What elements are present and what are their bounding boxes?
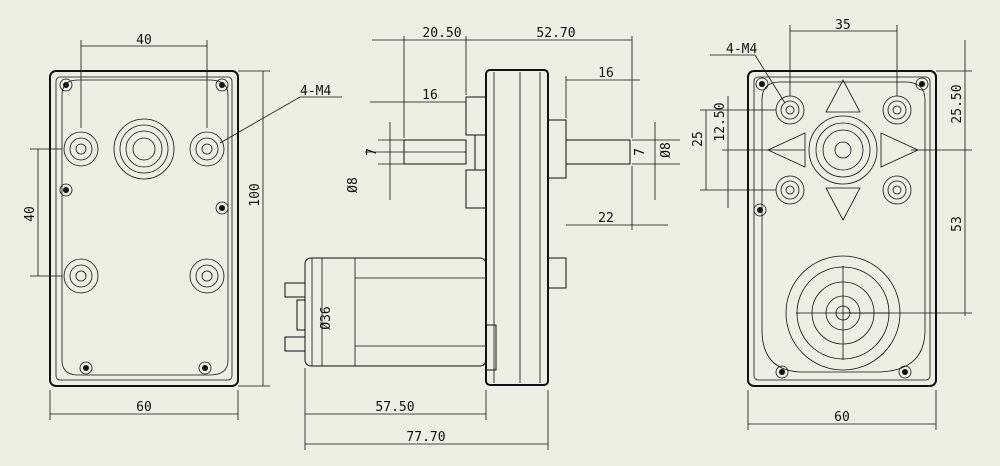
- dim-side-16-right: 16: [598, 66, 614, 81]
- front-callout-4m4: 4-M4: [300, 84, 331, 99]
- dim-side-7-right: 7: [633, 148, 648, 156]
- dim-side-57-50: 57.50: [375, 400, 414, 415]
- dim-rear-25-50: 25.50: [950, 84, 965, 123]
- dim-rear-25: 25: [691, 131, 706, 147]
- corner-screw: [79, 361, 93, 375]
- corner-screw: [59, 78, 73, 92]
- corner-screw: [753, 203, 767, 217]
- dim-front-right: 100: [248, 183, 263, 206]
- front-view: [30, 40, 342, 420]
- dim-side-phi36: Ø36: [319, 306, 334, 329]
- corner-screw: [755, 77, 769, 91]
- mount-hole: [63, 258, 99, 294]
- dim-rear-35: 35: [835, 18, 851, 33]
- dim-front-left: 40: [23, 206, 38, 222]
- mount-hole: [189, 131, 225, 167]
- rear-callout-4m4: 4-M4: [726, 42, 757, 57]
- dim-rear-12-50: 12.50: [713, 102, 728, 141]
- dim-side-77-70: 77.70: [406, 430, 445, 445]
- dim-side-52-70: 52.70: [536, 26, 575, 41]
- corner-screw: [215, 78, 229, 92]
- rear-view: [700, 25, 972, 430]
- corner-screw: [59, 183, 73, 197]
- dim-side-phi8-left: Ø8: [346, 177, 361, 193]
- corner-screw: [898, 365, 912, 379]
- output-shaft: [113, 118, 175, 180]
- dim-rear-53: 53: [950, 216, 965, 232]
- dim-front-bottom: 60: [136, 400, 152, 415]
- mount-hole: [189, 258, 225, 294]
- dim-side-16-left: 16: [422, 88, 438, 103]
- dim-side-7-left: 7: [365, 148, 380, 156]
- dim-side-22: 22: [598, 211, 614, 226]
- gear-hub: [767, 79, 919, 221]
- mount-hole: [63, 131, 99, 167]
- dim-side-20-50: 20.50: [422, 26, 461, 41]
- corner-screw: [775, 365, 789, 379]
- dim-rear-60: 60: [834, 410, 850, 425]
- side-view: [284, 36, 680, 450]
- dim-front-top: 40: [136, 33, 152, 48]
- corner-screw: [198, 361, 212, 375]
- corner-screw: [215, 201, 229, 215]
- dim-side-phi8-right: Ø8: [659, 142, 674, 158]
- corner-screw: [915, 77, 929, 91]
- mount-hole: [882, 175, 912, 205]
